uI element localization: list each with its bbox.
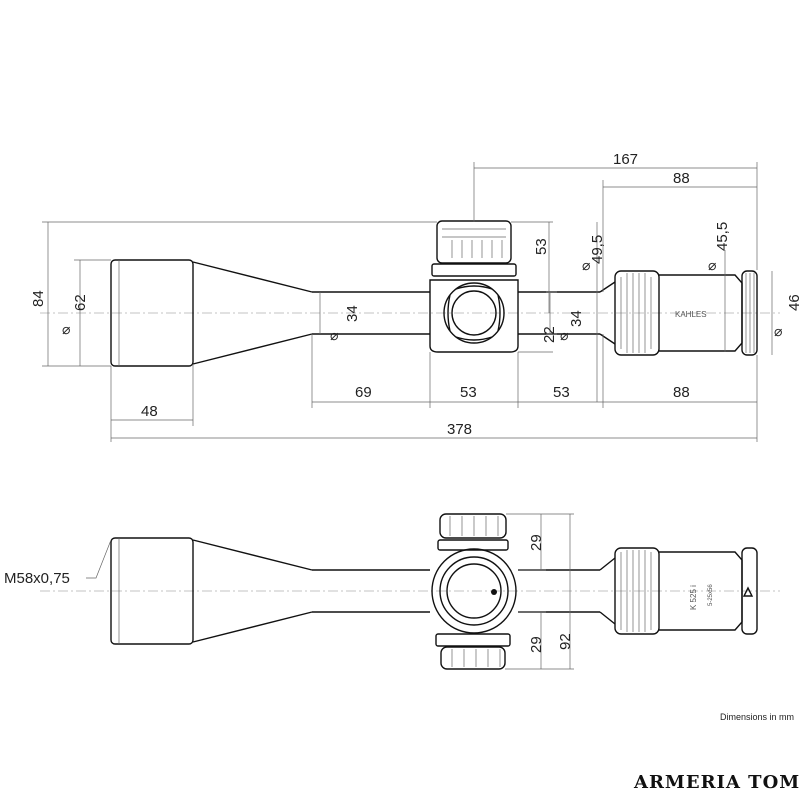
units-note: Dimensions in mm [720,712,794,722]
dimension-49-5: 49,5 [589,235,606,264]
thread-label: M58x0,75 [4,570,70,587]
dimension-53-vertical: 53 [533,238,550,255]
magnification-ring [614,270,660,356]
ocular [741,270,758,356]
triangle-icon [742,586,754,597]
windage-turret [443,282,505,344]
ocular-side [741,547,758,635]
turret-housing [429,279,519,353]
dimension-69: 69 [355,384,372,401]
dimension-29-bottom: 29 [528,636,545,653]
elevation-turret-base [431,263,517,277]
bottom-turret [440,646,506,670]
dimension-92: 92 [557,633,574,650]
dimension-53-a: 53 [460,384,477,401]
diameter-symbols: ⌀ ⌀ ⌀ ⌀ ⌀ ⌀ [62,257,782,343]
magnification-ring-side [614,547,660,635]
diameter-symbol-34-left: ⌀ [330,327,338,343]
elevation-turret-side [439,513,507,539]
magnification-label: 5-25x56 [708,584,714,606]
dimension-34-right: 34 [568,310,585,327]
top-view: KAHLES [40,220,780,367]
main-tube-rear [518,291,600,335]
model-label: K 525 i [689,585,698,610]
dimension-53-b: 53 [553,384,570,401]
dimension-48: 48 [141,403,158,420]
diameter-symbol-62: ⌀ [62,321,70,337]
dimension-45-5: 45,5 [714,222,731,251]
dimension-84: 84 [30,290,47,307]
dimension-46: 46 [786,294,800,311]
objective-bell [110,259,194,367]
objective-bell-side [110,537,194,645]
windage-dial [431,548,517,634]
top-dimensions [42,162,773,442]
diameter-symbol-46: ⌀ [774,323,782,339]
elevation-turret-grip [442,228,506,258]
dimension-88-top: 88 [673,170,690,187]
diameter-symbol-49-5: ⌀ [582,257,590,273]
elevation-turret [436,220,512,264]
bottom-dimensions [86,513,574,670]
dial-marker [491,589,497,595]
watermark: ARMERIA TOMEI [633,772,800,793]
bottom-view: K 525 i 5-25x56 [40,513,780,670]
diameter-symbol-45-5: ⌀ [708,257,716,273]
dimension-62: 62 [72,294,89,311]
dimension-167: 167 [613,151,638,168]
diameter-symbol-34-right: ⌀ [560,327,568,343]
dimension-378: 378 [447,421,472,438]
main-tube-front [312,291,430,335]
objective-taper [192,261,313,365]
dimension-88-bottom: 88 [673,384,690,401]
dimension-22: 22 [541,326,558,343]
dimension-34-left: 34 [344,305,361,322]
thread-leader-line [86,539,112,579]
brand-label: KAHLES [675,310,707,319]
dimension-29-top: 29 [528,534,545,551]
